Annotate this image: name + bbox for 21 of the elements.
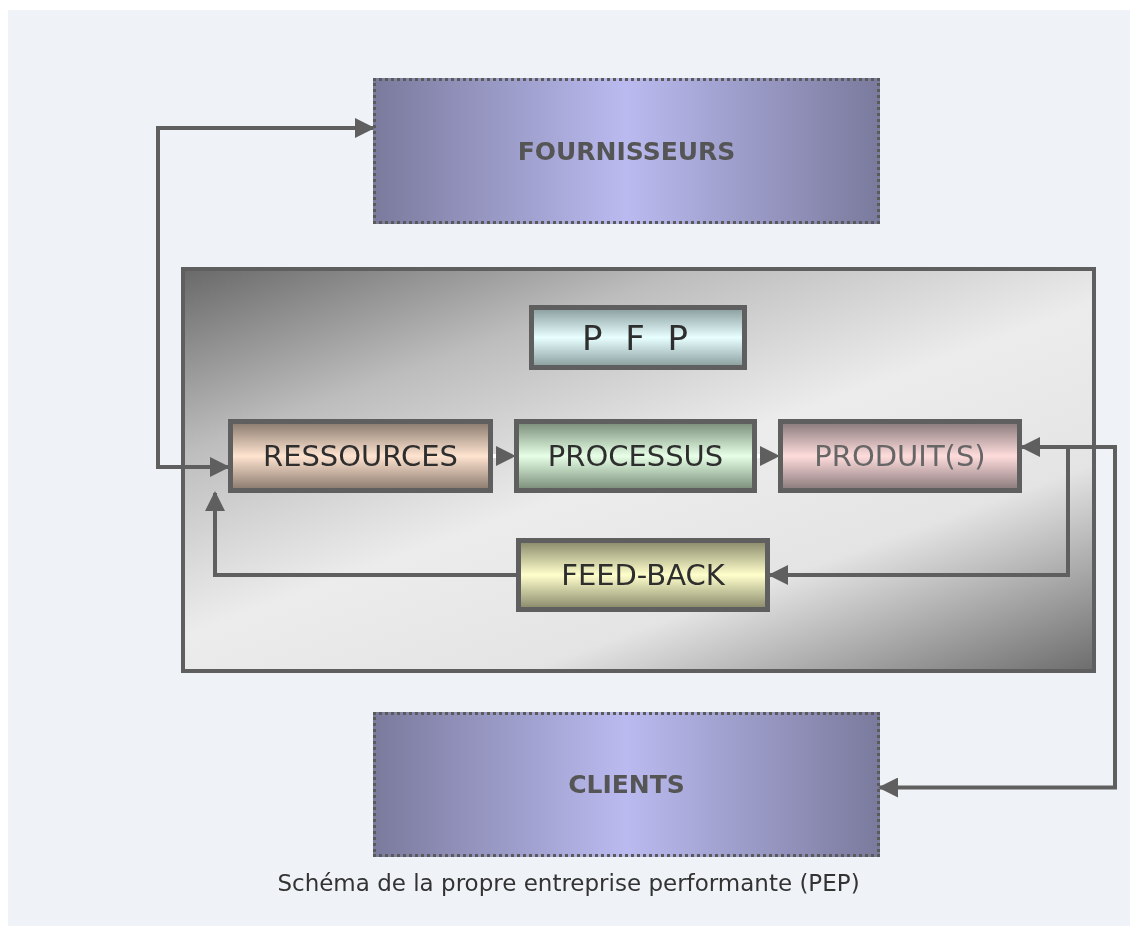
arrow <box>493 446 516 466</box>
box-label: PRODUIT(S) <box>814 439 986 473</box>
box-label: FEED-BACK <box>561 558 725 592</box>
caption: Schéma de la propre entreprise performante (PEP) <box>276 870 861 896</box>
arrow <box>205 491 516 577</box>
box-label: PROCESSUS <box>547 439 724 473</box>
process-box <box>778 419 1022 493</box>
box-label: CLIENTS <box>568 770 685 799</box>
arrow <box>156 118 375 477</box>
process-box <box>228 419 493 493</box>
process-box <box>514 419 757 493</box>
title-box <box>529 305 747 370</box>
box-label: FOURNISSEURS <box>517 136 736 166</box>
stakeholder-box <box>373 78 880 224</box>
box-label: P F P <box>581 317 695 358</box>
system-frame <box>181 267 1096 673</box>
arrow <box>878 437 1117 798</box>
box-label: RESSOURCES <box>263 439 458 473</box>
arrow <box>757 446 780 466</box>
process-box <box>516 538 770 612</box>
stakeholder-box <box>373 712 880 857</box>
